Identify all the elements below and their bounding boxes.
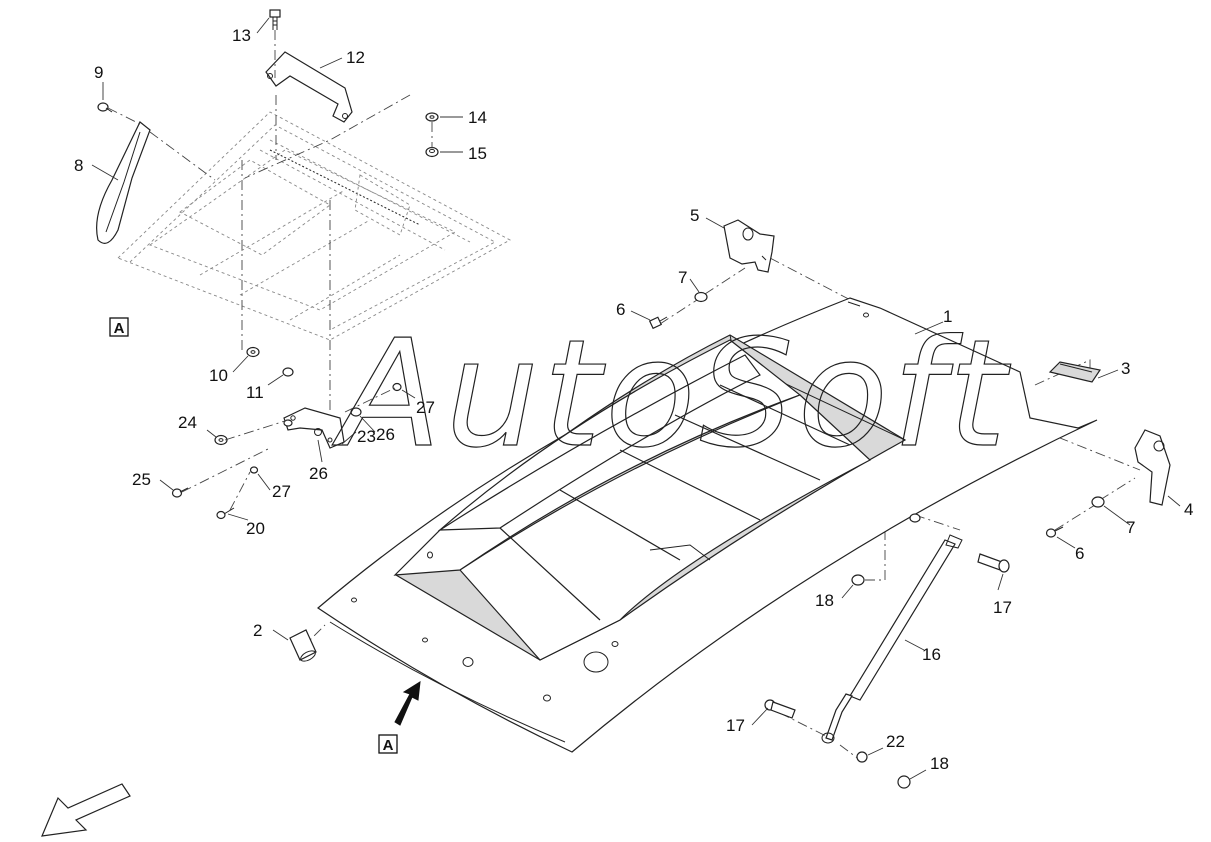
leader-lines [91, 17, 1181, 780]
callout-23: 25 [132, 470, 151, 489]
callout-9: 9 [94, 63, 103, 82]
callout-7-upper: 7 [678, 268, 687, 287]
part-16-gas-strut [821, 534, 963, 744]
callout-27-lower: 27 [272, 482, 291, 501]
callout-26-upper: 26 [376, 425, 395, 444]
callout-6-upper: 6 [616, 300, 625, 319]
part-5-hinge [723, 219, 775, 273]
callout-1: 1 [943, 307, 952, 326]
part-hinge-pin [909, 513, 921, 523]
view-a-arrow [394, 681, 421, 726]
callout-25-text: 20 [246, 519, 265, 538]
part-3-latch [1048, 361, 1101, 383]
callout-labels: 13 12 9 14 15 8 5 7 6 1 3 10 11 27 26 24… [74, 26, 1193, 773]
callout-5: 5 [690, 206, 699, 225]
callout-17-lower: 17 [726, 716, 745, 735]
part-7-washer-lower [1091, 496, 1105, 508]
svg-text:A: A [383, 737, 394, 754]
callout-14: 14 [468, 108, 487, 127]
callout-26-lower: 26 [309, 464, 328, 483]
part-20-latch-bracket [283, 407, 345, 449]
part-15-bolt [269, 9, 281, 30]
callout-15: 13 [232, 26, 251, 45]
part-27-washer-lower [249, 419, 293, 474]
callout-12: 12 [346, 48, 365, 67]
assembly-lines [107, 30, 1141, 761]
callout-6-lower: 6 [1075, 544, 1084, 563]
callout-2: 2 [253, 621, 262, 640]
part-1-hood-panel [317, 297, 1098, 753]
part-14-washer [425, 112, 439, 122]
callout-10: 10 [209, 366, 228, 385]
detail-view-a-frame [117, 111, 511, 341]
callout-17-upper: 17 [993, 598, 1012, 617]
part-13-nut [425, 146, 439, 158]
part-26-washer [350, 407, 362, 417]
callout-18-lower: 18 [930, 754, 949, 773]
part-6-bolt-upper [648, 316, 668, 330]
part-18-bushing-upper [851, 574, 865, 586]
part-2-spacer [289, 629, 317, 662]
callout-20: 23 [357, 427, 376, 446]
callout-11: 11 [246, 383, 264, 402]
part-10-washer [246, 346, 260, 358]
part-22-washer [214, 434, 228, 446]
callout-22: 24 [178, 413, 197, 432]
view-marker-a-upper: A [109, 317, 129, 337]
part-11-nut [282, 367, 294, 377]
svg-text:A: A [114, 320, 125, 337]
watermark: AutoSoft [332, 308, 1011, 480]
part-24-bushing [856, 751, 868, 763]
callout-27-upper: 27 [416, 398, 435, 417]
part-8-strap [96, 121, 151, 244]
direction-arrow [41, 783, 131, 837]
callout-13: 15 [468, 144, 487, 163]
callout-8: 8 [74, 156, 83, 175]
part-7-washer-upper [694, 291, 708, 303]
callout-7-lower: 7 [1126, 518, 1135, 537]
callout-16: 16 [922, 645, 941, 664]
part-18-nut-lower [897, 775, 911, 789]
part-6-bolt-lower [1045, 526, 1064, 538]
part-17-bolt-lower [764, 699, 796, 719]
callout-3: 3 [1121, 359, 1130, 378]
part-25-screw [216, 507, 235, 520]
part-4-hinge [1134, 429, 1171, 506]
view-marker-a-lower: A [378, 734, 398, 754]
part-9-bolt [97, 102, 113, 113]
callout-24: 22 [886, 732, 905, 751]
part-23-bolt [171, 487, 189, 498]
part-27-nut-upper [392, 382, 402, 392]
part-12-handle [265, 51, 353, 123]
part-17-bolt-upper [977, 553, 1010, 573]
callout-18-upper: 18 [815, 591, 834, 610]
callout-4: 4 [1184, 500, 1193, 519]
